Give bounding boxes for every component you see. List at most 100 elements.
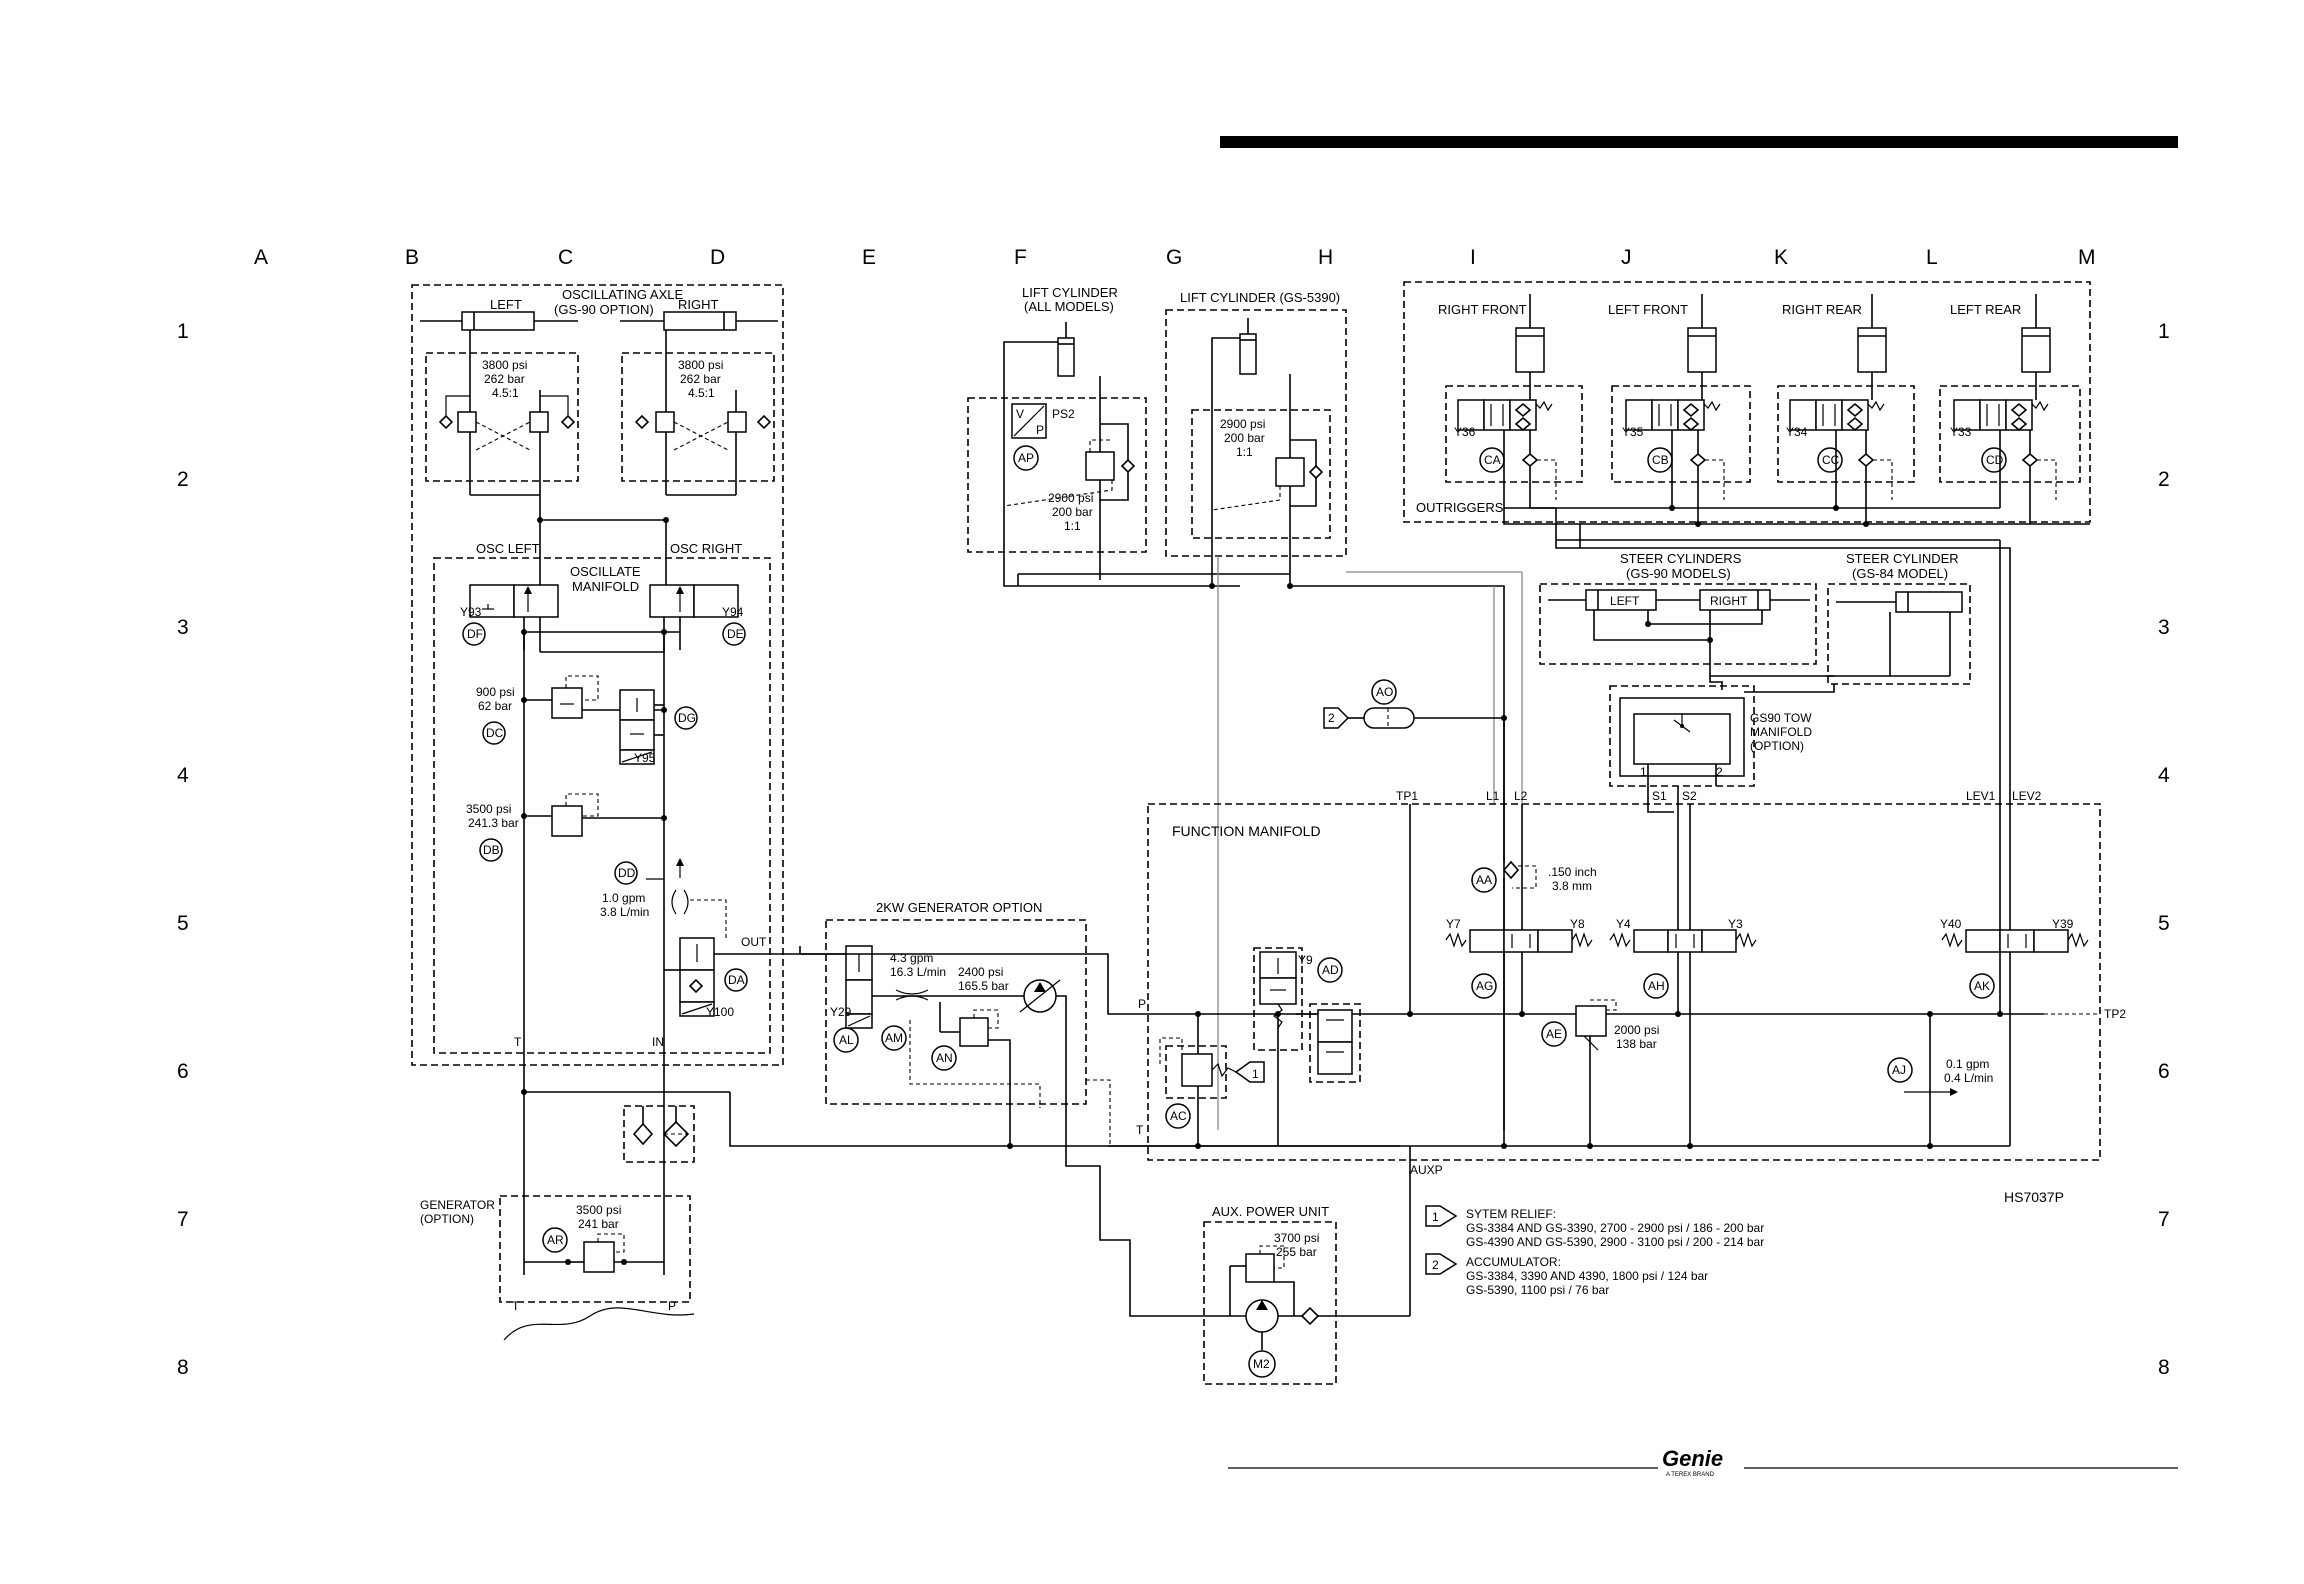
outrigger-rf-cylinder xyxy=(1515,327,1545,373)
grid-row-5-right: 5 xyxy=(2158,912,2170,935)
da-label: DA xyxy=(728,973,745,987)
steer90-left-label: LEFT xyxy=(1610,594,1640,608)
cc-label: CC xyxy=(1822,453,1840,467)
t-port-label: T xyxy=(1136,1123,1144,1137)
da-marker xyxy=(724,968,748,992)
osc-left-cylinder xyxy=(461,311,535,331)
note2-num: 2 xyxy=(1432,1258,1439,1272)
notes-section: HS7037P 1 SYTEM RELIEF: GS-3384 AND GS-3… xyxy=(1425,1189,2064,1297)
note1-line2: GS-4390 AND GS-5390, 2900 - 3100 psi / 2… xyxy=(1466,1235,1764,1249)
grid-row-7-left: 7 xyxy=(177,1208,189,1231)
de-marker xyxy=(722,622,746,646)
ap-label: AP xyxy=(1018,451,1034,465)
an-marker xyxy=(931,1045,957,1071)
generator-relief-valve xyxy=(583,1241,615,1273)
y34-label: Y34 xyxy=(1786,425,1808,439)
grid-row-6-left: 6 xyxy=(177,1060,189,1083)
generator-bar: 241 bar xyxy=(578,1217,619,1231)
generator-title-2: (OPTION) xyxy=(420,1212,474,1226)
y3-label: Y3 xyxy=(1728,917,1743,931)
y34-valve xyxy=(1789,399,1817,431)
2kw-generator-section: 2KW GENERATOR OPTION Y29 AL 4.3 gpm 16.3… xyxy=(799,900,1111,1176)
generator-box xyxy=(499,1195,691,1303)
genie-logo-sub: A TEREX BRAND xyxy=(1666,1472,1715,1478)
outriggers-box xyxy=(1403,281,2091,523)
y36-valve xyxy=(1457,399,1485,431)
db-psi: 3500 psi xyxy=(466,802,511,816)
dc-relief-valve xyxy=(551,687,583,719)
steer90-box xyxy=(1539,583,1817,665)
2kw-lmin: 16.3 L/min xyxy=(890,965,946,979)
dc-label: DC xyxy=(486,726,504,740)
m2-label: M2 xyxy=(1253,1357,1270,1371)
grid-col-g: G xyxy=(1166,246,1182,269)
outrigger-rf-label: RIGHT FRONT xyxy=(1438,302,1527,317)
df-label: DF xyxy=(467,627,483,641)
p-port-label: P xyxy=(1138,997,1146,1011)
osc-right-valve-box xyxy=(621,352,775,482)
ac-label: AC xyxy=(1170,1109,1187,1123)
lev2-label: LEV2 xyxy=(2012,789,2042,803)
outrigger-rf-valve-box xyxy=(1445,385,1583,483)
y93-label: Y93 xyxy=(460,605,482,619)
note1-flag xyxy=(1425,1205,1458,1227)
2kw-generator-title: 2KW GENERATOR OPTION xyxy=(876,900,1042,915)
2kw-bar: 165.5 bar xyxy=(958,979,1009,993)
aj-label: AJ xyxy=(1892,1063,1906,1077)
note1-num: 1 xyxy=(1432,1210,1439,1224)
grid-col-m: M xyxy=(2078,246,2096,269)
note2-line1: GS-3384, 3390 AND 4390, 1800 psi / 124 b… xyxy=(1466,1269,1708,1283)
an-label: AN xyxy=(936,1051,953,1065)
db-bar: 241.3 bar xyxy=(468,816,519,830)
aux-relief-valve xyxy=(1245,1253,1275,1283)
ac-marker xyxy=(1165,1103,1191,1129)
lift-cylinder-all-section: LIFT CYLINDER (ALL MODELS) V P PS2 AP 29… xyxy=(967,285,1240,587)
ak-label: AK xyxy=(1974,979,1990,993)
aj-gpm: 0.1 gpm xyxy=(1946,1057,1989,1071)
grid-row-6-right: 6 xyxy=(2158,1060,2170,1083)
outrigger-rr-cylinder xyxy=(1857,327,1887,373)
dd-gpm: 1.0 gpm xyxy=(602,891,645,905)
steer90-title-2: (GS-90 MODELS) xyxy=(1626,566,1731,581)
oscillating-axle-section: OSCILLATING AXLE (GS-90 OPTION) LEFT RIG… xyxy=(411,284,800,1275)
tow-manifold-outer-box xyxy=(1609,685,1755,787)
grid-col-k: K xyxy=(1774,246,1788,269)
grid-col-i: I xyxy=(1470,246,1476,269)
aj-lmin: 0.4 L/min xyxy=(1944,1071,1993,1085)
aux-power-box xyxy=(1203,1221,1337,1385)
ac-ref: 1 xyxy=(1252,1067,1259,1081)
lift-all-ratio: 1:1 xyxy=(1064,519,1081,533)
y9-valve xyxy=(1253,947,1303,1051)
2kw-gpm: 4.3 gpm xyxy=(890,951,933,965)
outrigger-lr-label: LEFT REAR xyxy=(1950,302,2021,317)
dd-lmin: 3.8 L/min xyxy=(600,905,649,919)
s2-label: S2 xyxy=(1682,789,1697,803)
generator-t-port: T xyxy=(512,1299,520,1313)
grid-col-d: D xyxy=(710,246,725,269)
outriggers-section: OUTRIGGERS RIGHT FRONT Y36 CA LEFT FRONT xyxy=(1403,281,2091,804)
osc-axle-right-label: RIGHT xyxy=(678,297,719,312)
osc-right-valve-psi: 3800 psi xyxy=(678,358,723,372)
osc-axle-left-label: LEFT xyxy=(490,297,522,312)
osc-right-cylinder xyxy=(663,311,737,331)
y36-label: Y36 xyxy=(1454,425,1476,439)
db-marker xyxy=(479,838,503,862)
aa-inch: .150 inch xyxy=(1548,865,1597,879)
lift-all-title-1: LIFT CYLINDER xyxy=(1022,285,1118,300)
lift-all-valve-box xyxy=(967,397,1147,553)
generator-p-port: P xyxy=(668,1299,676,1313)
tow-title-3: (OPTION) xyxy=(1750,739,1804,753)
y94-label: Y94 xyxy=(722,605,744,619)
al-marker xyxy=(833,1027,859,1053)
ag-label: AG xyxy=(1476,979,1493,993)
grid-row-8-right: 8 xyxy=(2158,1356,2170,1379)
dg-label: DG xyxy=(678,711,696,725)
footer: Genie A TEREX BRAND xyxy=(1228,1446,2178,1478)
grid-col-l: L xyxy=(1926,246,1938,269)
y35-label: Y35 xyxy=(1622,425,1644,439)
ar-label: AR xyxy=(547,1233,564,1247)
y4-label: Y4 xyxy=(1616,917,1631,931)
ak-marker xyxy=(1969,973,1995,999)
lift-5390-valve-box xyxy=(1191,409,1331,539)
grid-rows-right: 1 2 3 4 5 6 7 8 xyxy=(2158,320,2170,1379)
